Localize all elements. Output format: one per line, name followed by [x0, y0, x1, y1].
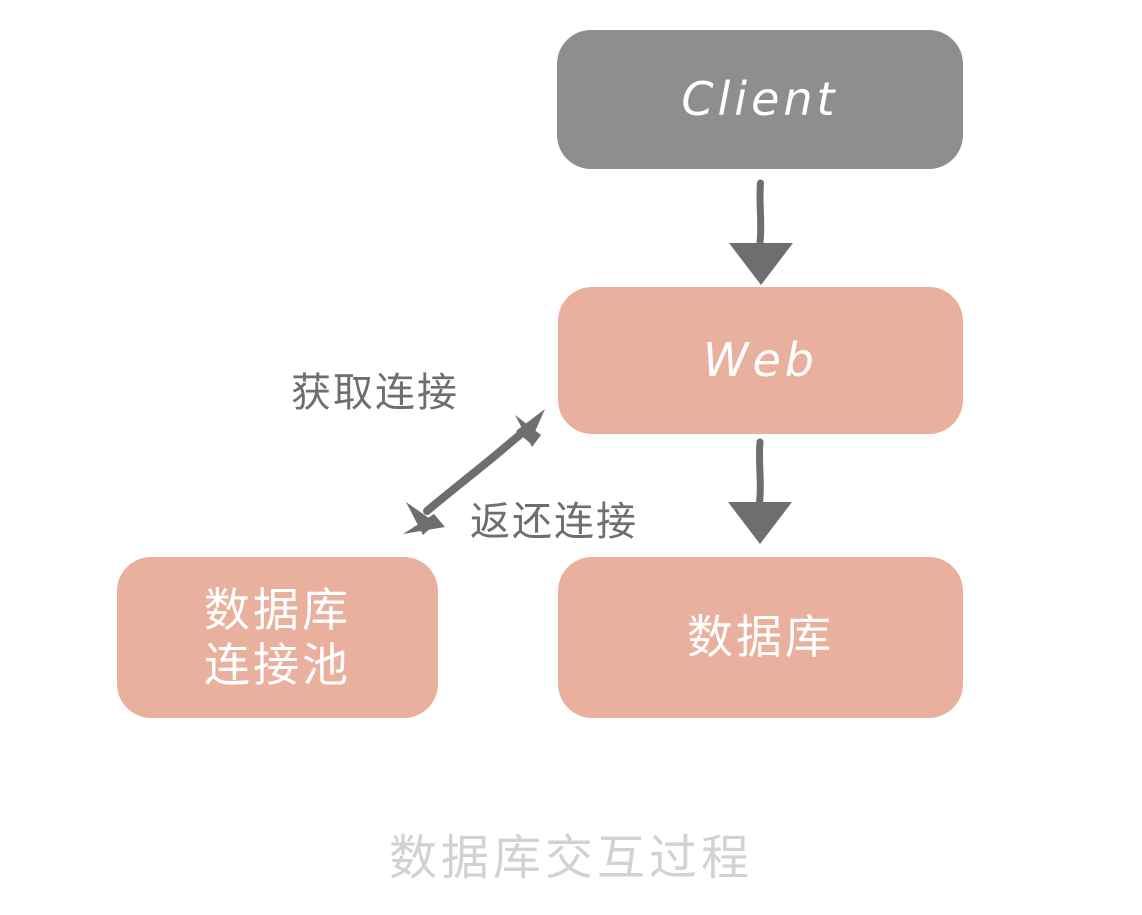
edge-label-return-connection: 返还连接: [470, 499, 638, 545]
node-client-label: Client: [681, 72, 839, 127]
node-client[interactable]: Client: [557, 30, 963, 169]
node-database-pool-label-line1: 数据库: [204, 583, 351, 638]
node-web-label: Web: [703, 333, 818, 388]
node-database-pool-label-line2: 连接池: [204, 637, 351, 692]
node-web[interactable]: Web: [558, 287, 963, 434]
diagram-caption: 数据库交互过程: [388, 830, 753, 886]
node-database-label: 数据库: [687, 610, 834, 665]
arrow-client-to-web: [729, 179, 793, 285]
arrow-web-to-database: [728, 438, 792, 544]
edge-label-acquire-connection: 获取连接: [291, 370, 459, 416]
node-database[interactable]: 数据库: [558, 557, 963, 718]
node-database-pool[interactable]: 数据库 连接池: [117, 557, 438, 718]
node-database-pool-label: 数据库 连接池: [117, 583, 438, 692]
